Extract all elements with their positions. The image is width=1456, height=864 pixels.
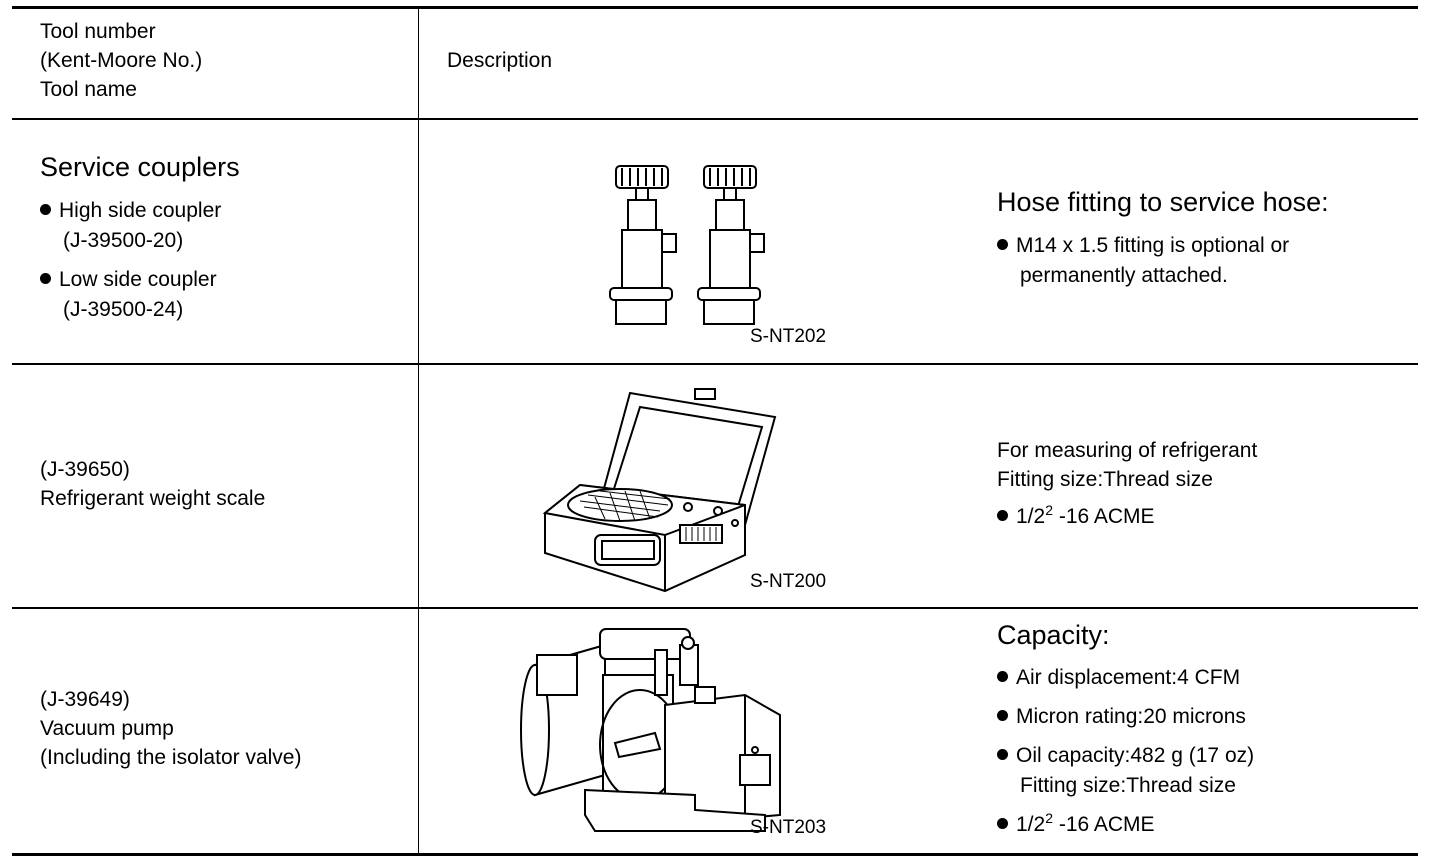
thread-size-sup: 2 — [1045, 502, 1053, 518]
header-kent-moore: (Kent-Moore No.) — [40, 49, 203, 72]
row3-desc-bullet: Micron rating:20 microns — [997, 702, 1246, 732]
table-top-rule — [12, 6, 1418, 9]
bullet-icon — [997, 709, 1008, 721]
row1-desc-heading: Hose fitting to service hose: — [997, 187, 1329, 217]
row2-desc-line: Fitting size:Thread size — [997, 468, 1213, 491]
vacuum-pump-illustration — [520, 628, 781, 832]
figure-id: S-NT203 — [750, 817, 827, 838]
row1-desc-bullet: M14 x 1.5 fitting is optional or permane… — [997, 231, 1289, 291]
bullet-icon — [40, 272, 51, 284]
row3-desc-heading: Capacity: — [997, 620, 1110, 650]
row2-tool-number: (J-39650) — [40, 458, 130, 481]
row2-bottom-rule — [12, 607, 1418, 609]
bullet-icon — [997, 670, 1008, 682]
column-divider — [418, 8, 419, 855]
desc-bullet-text: M14 x 1.5 fitting is optional or — [1016, 234, 1290, 257]
row2-desc-bullet: 1/22 -16 ACME — [997, 502, 1155, 532]
thread-size-rest: -16 ACME — [1053, 505, 1155, 528]
bullet-icon — [40, 203, 51, 215]
desc-bullet-text: Micron rating:20 microns — [1016, 705, 1246, 728]
figure-id: S-NT200 — [750, 571, 827, 592]
tool-item-code: (J-39500-20) — [63, 229, 184, 252]
row3-desc-bullet: Air displacement:4 CFM — [997, 663, 1240, 693]
row2-tool-name: Refrigerant weight scale — [40, 487, 266, 510]
row3-tool-note: (Including the isolator valve) — [40, 746, 302, 769]
thread-size-base: 1/2 — [1016, 813, 1046, 836]
row1-tool-item: Low side coupler (J-39500-24) — [40, 265, 217, 325]
row1-bottom-rule — [12, 363, 1418, 365]
thread-size-sup: 2 — [1045, 810, 1053, 826]
tool-item-name: Low side coupler — [59, 268, 217, 291]
figure-id: S-NT202 — [750, 326, 827, 347]
desc-bullet-text: Oil capacity:482 g (17 oz) — [1016, 744, 1255, 767]
row1-tool-title: Service couplers — [40, 152, 240, 182]
row1-tool-item: High side coupler (J-39500-20) — [40, 196, 221, 256]
bullet-icon — [997, 817, 1008, 829]
thread-size-base: 1/2 — [1016, 505, 1046, 528]
header-tool-number: Tool number — [40, 20, 156, 43]
service-couplers-illustration — [609, 165, 765, 325]
header-bottom-rule — [12, 118, 1418, 120]
bullet-icon — [997, 748, 1008, 760]
desc-bullet-text: Fitting size:Thread size — [1020, 774, 1236, 797]
refrigerant-scale-illustration — [542, 388, 777, 593]
row2-desc-line: For measuring of refrigerant — [997, 439, 1258, 462]
row3-desc-bullet: 1/22 -16 ACME — [997, 810, 1155, 840]
tool-item-code: (J-39500-24) — [63, 298, 184, 321]
thread-size-rest: -16 ACME — [1053, 813, 1155, 836]
desc-bullet-text: Air displacement:4 CFM — [1016, 666, 1241, 689]
header-description: Description — [447, 49, 553, 72]
header-tool-name: Tool name — [40, 78, 137, 101]
row3-desc-bullet: Oil capacity:482 g (17 oz) Fitting size:… — [997, 741, 1254, 801]
table-bottom-rule — [12, 853, 1418, 856]
bullet-icon — [997, 238, 1008, 250]
desc-bullet-text: permanently attached. — [1020, 264, 1228, 287]
bullet-icon — [997, 509, 1008, 521]
tool-item-name: High side coupler — [59, 199, 222, 222]
row3-tool-number: (J-39649) — [40, 688, 130, 711]
row3-tool-name: Vacuum pump — [40, 717, 174, 740]
